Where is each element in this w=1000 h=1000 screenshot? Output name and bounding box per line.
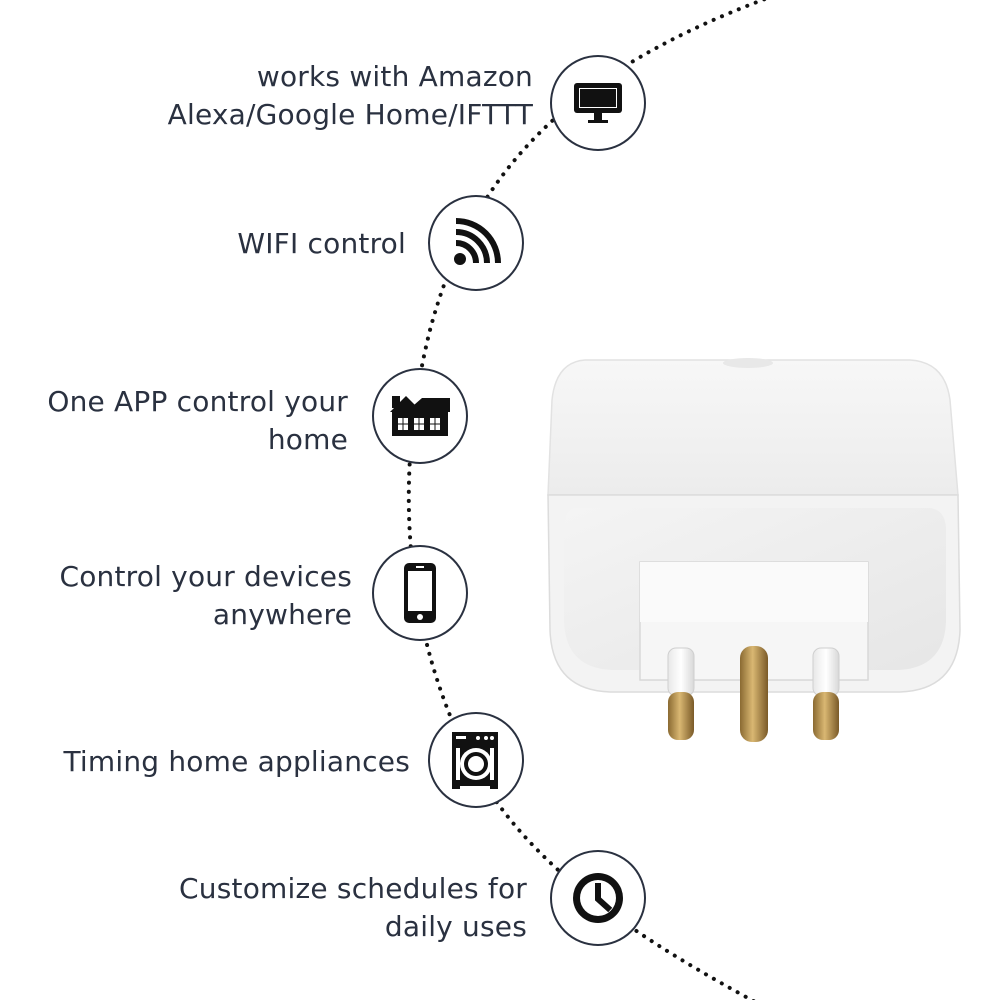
feature-icon-circle: [428, 712, 524, 808]
washing-machine-icon: [452, 732, 498, 789]
feature-icon-circle: [550, 850, 646, 946]
feature-text-alexa: works with Amazon Alexa/Google Home/IFTT…: [168, 58, 533, 134]
feature-text-timing: Timing home appliances: [63, 743, 410, 781]
feature-icon-circle: [550, 55, 646, 151]
clock-icon: [573, 873, 623, 923]
feature-line: Control your devices: [59, 560, 352, 593]
feature-text-devices: Control your devices anywhere: [59, 558, 352, 634]
feature-line: One APP control your: [47, 385, 348, 418]
feature-icon-circle: [428, 195, 524, 291]
feature-text-app: One APP control your home: [47, 383, 348, 459]
wifi-icon: [454, 218, 501, 265]
feature-text-schedules: Customize schedules for daily uses: [179, 870, 527, 946]
house-icon: [390, 396, 450, 436]
feature-line: Customize schedules for: [179, 872, 527, 905]
feature-line: daily uses: [384, 910, 527, 943]
feature-line: Alexa/Google Home/IFTTT: [167, 98, 533, 131]
feature-line: works with Amazon: [256, 60, 533, 93]
smartphone-icon: [404, 563, 436, 623]
feature-icon-circle: [372, 368, 468, 464]
feature-line: WIFI control: [237, 227, 406, 260]
feature-line: home: [267, 423, 348, 456]
feature-line: Timing home appliances: [63, 745, 410, 778]
feature-icon-circle: [372, 545, 468, 641]
feature-text-wifi: WIFI control: [237, 225, 406, 263]
feature-line: anywhere: [212, 598, 352, 631]
monitor-icon: [574, 83, 622, 123]
